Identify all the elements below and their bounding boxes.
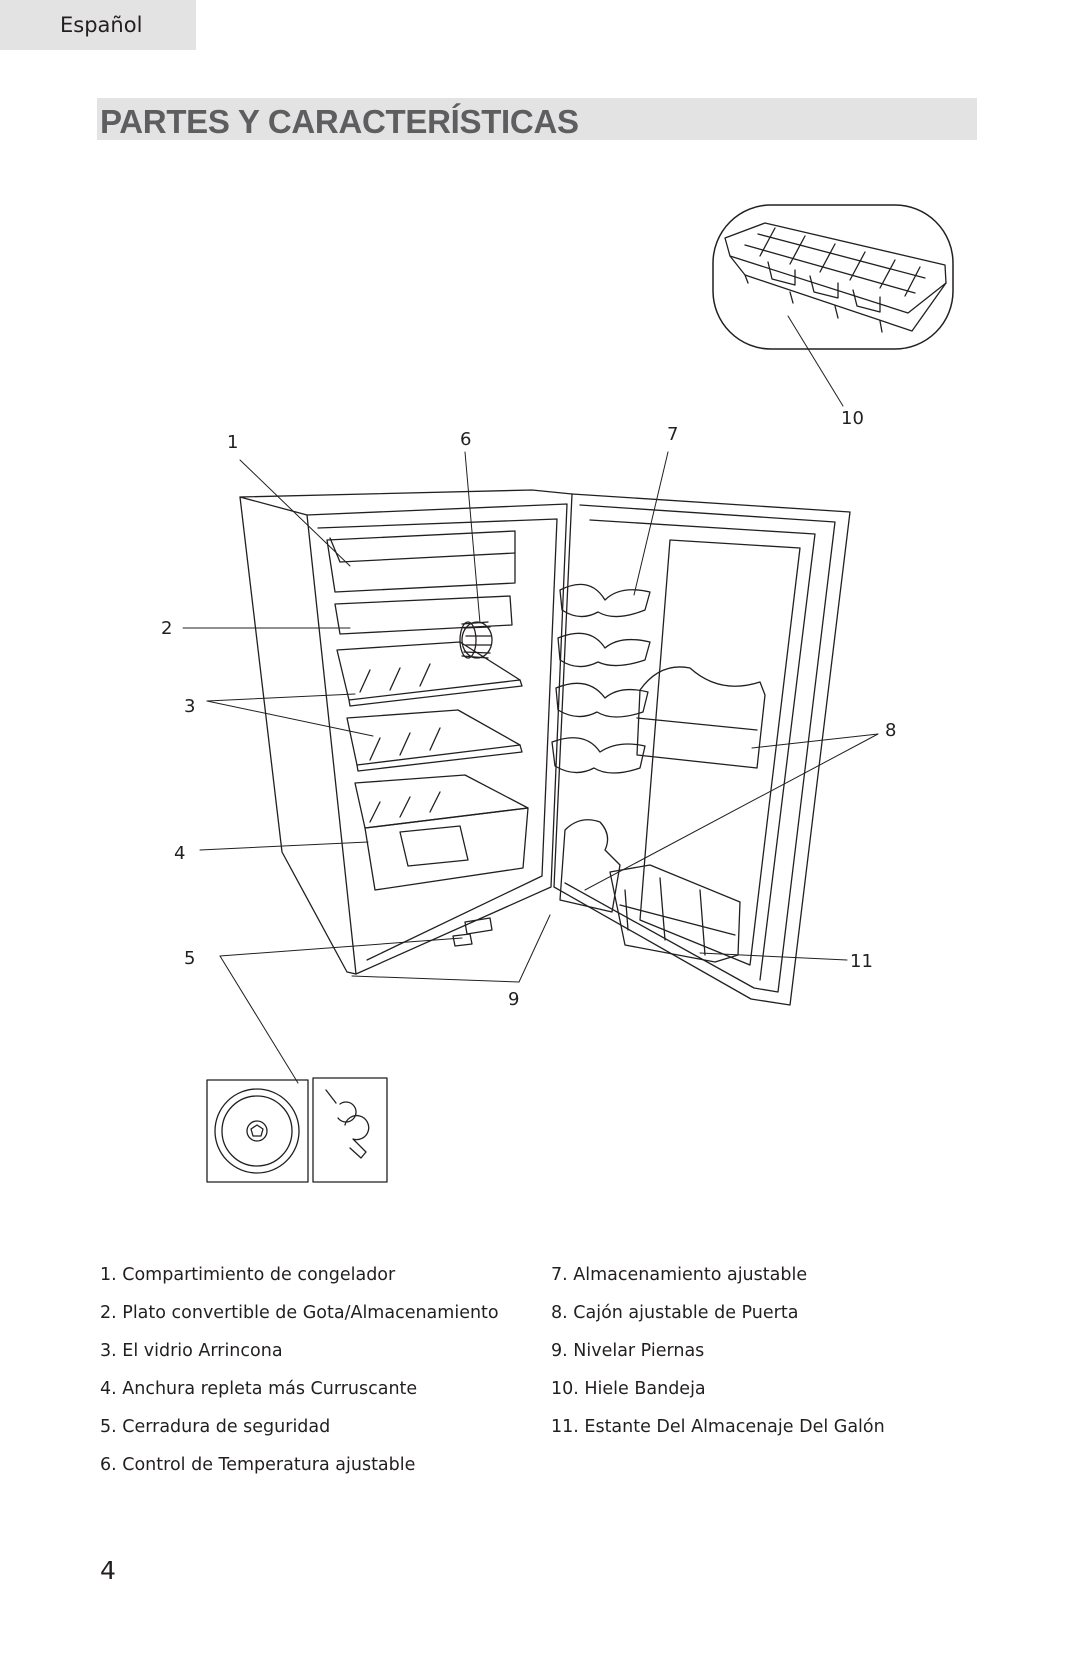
cabinet <box>239 489 573 975</box>
legend-item: 2. Plato convertible de Gota/Almacenamie… <box>100 1303 499 1323</box>
leader-lines <box>182 315 879 1084</box>
page-title: PARTES Y CARACTERÍSTICAS <box>100 103 579 140</box>
callout-5: 5 <box>184 948 196 969</box>
legend-item: 11. Estante Del Almacenaje Del Galón <box>551 1417 885 1437</box>
title-bar: PARTES Y CARACTERÍSTICAS <box>97 98 977 140</box>
legend-item: 4. Anchura repleta más Curruscante <box>100 1379 418 1399</box>
language-tab: Español <box>0 0 196 50</box>
callout-1: 1 <box>227 432 239 453</box>
page-number: 4 <box>100 1556 116 1585</box>
callout-10: 10 <box>841 408 864 429</box>
legend-item: 7. Almacenamiento ajustable <box>551 1265 808 1285</box>
callout-8: 8 <box>885 720 897 741</box>
legend-item: 9. Nivelar Piernas <box>551 1341 705 1361</box>
callout-4: 4 <box>174 843 186 864</box>
callout-2: 2 <box>161 618 173 639</box>
callout-9: 9 <box>508 989 520 1010</box>
legend-item: 10. Hiele Bandeja <box>551 1379 706 1399</box>
lock-key-inset <box>206 1077 388 1183</box>
ice-tray-inset <box>712 204 954 350</box>
legend-right: 7. Almacenamiento ajustable 8. Cajón aju… <box>551 1265 885 1455</box>
callout-6: 6 <box>460 429 472 450</box>
legend-left: 1. Compartimiento de congelador 2. Plato… <box>100 1265 499 1493</box>
callout-7: 7 <box>667 424 679 445</box>
callout-3: 3 <box>184 696 196 717</box>
callout-11: 11 <box>850 951 873 972</box>
legend-item: 1. Compartimiento de congelador <box>100 1265 396 1285</box>
legend-item: 6. Control de Temperatura ajustable <box>100 1455 416 1475</box>
legend-item: 8. Cajón ajustable de Puerta <box>551 1303 799 1323</box>
legend-item: 3. El vidrio Arrincona <box>100 1341 283 1361</box>
legend-item: 5. Cerradura de seguridad <box>100 1417 331 1437</box>
door <box>551 493 851 1006</box>
